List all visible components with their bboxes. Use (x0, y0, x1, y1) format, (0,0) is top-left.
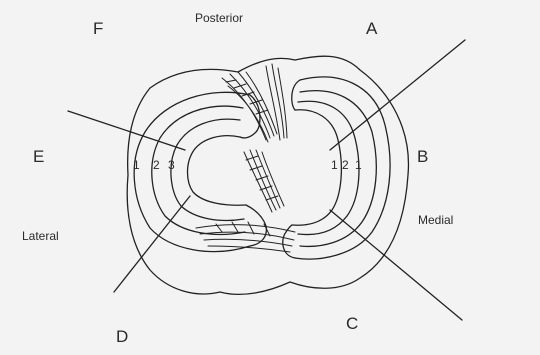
sector-b-label: B (417, 148, 428, 165)
sector-c-label: C (346, 315, 358, 332)
anterior-intermeniscal-fibers (196, 222, 295, 252)
medial-meniscus-posterior-horn (292, 80, 300, 110)
anterior-ligament-fibers (244, 150, 284, 212)
medial-zone-number: 2 (342, 159, 349, 171)
sector-f-label: F (93, 20, 103, 37)
medial-zone-number: 1 (355, 159, 362, 171)
lateral-zone-number: 2 (153, 159, 160, 171)
sector-a-label: A (366, 20, 377, 37)
sector-e-label: E (33, 148, 44, 165)
medial-zone-number: 1 (331, 159, 338, 171)
posterior-ligament-fibers (222, 64, 287, 142)
radial-line-b (330, 40, 465, 150)
radial-line-d (114, 196, 190, 292)
lateral-zone-number: 3 (168, 159, 175, 171)
medial-label: Medial (418, 214, 453, 226)
posterior-label: Posterior (195, 12, 243, 24)
lateral-label: Lateral (22, 230, 59, 242)
lateral-zone-number: 1 (133, 159, 140, 171)
radial-line-e (68, 111, 185, 150)
sector-d-label: D (116, 328, 128, 345)
lateral-meniscus-inner (188, 136, 247, 206)
